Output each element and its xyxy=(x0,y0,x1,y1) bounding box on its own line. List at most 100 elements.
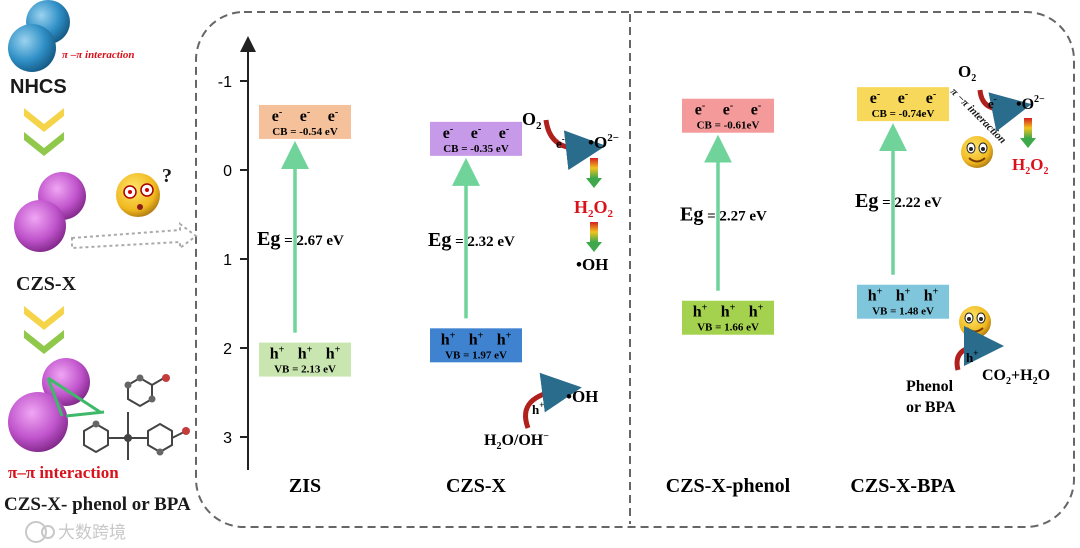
hole-label: h+ xyxy=(441,330,456,348)
question-mark: ? xyxy=(162,165,172,187)
band-column: e-e-e-CB = -0.54 eV h+ h+ h+VB = 2.13 eV Eg … xyxy=(257,104,351,497)
cb-value-label: CB = -0.54 eV xyxy=(272,126,338,138)
electron-label: e- xyxy=(328,107,338,125)
electron-label: e- xyxy=(723,101,733,119)
vb-value-label: VB = 1.97 eV xyxy=(445,349,507,361)
bandgap-label: Eg = 2.27 eV xyxy=(680,204,767,226)
bottom-label: CZS-X- phenol or BPA xyxy=(4,494,191,515)
watermark: 大数跨境 xyxy=(58,523,126,543)
h2o-oh-label: H2O/OH− xyxy=(484,431,549,452)
hole-label: h+ xyxy=(924,287,939,305)
dotted-arrow-icon xyxy=(71,222,198,250)
czsx-phenol-sphere-front xyxy=(8,392,68,452)
h2o2-bpa: H2O2 xyxy=(1012,155,1048,177)
cb-value-label: CB = -0.35 eV xyxy=(443,143,509,155)
curved-hole-arrow-bpa xyxy=(954,326,1004,371)
axis-tick-label: -1 xyxy=(218,74,232,91)
oh-radical-bottom: •OH xyxy=(566,387,598,406)
column-label: ZIS xyxy=(289,475,321,497)
valence-band xyxy=(857,284,949,319)
left-panel: π –π interaction NHCS CZS-X ? xyxy=(4,0,198,543)
electron-label: e- xyxy=(751,101,761,119)
potential-axis: -1 0 1 2 3 xyxy=(218,36,256,470)
axis-tick-label: 1 xyxy=(223,252,232,269)
o2-label-bpa: O2 xyxy=(958,62,976,84)
cb-value-label: CB = -0.61eV xyxy=(697,120,760,132)
nhcs-sphere-front xyxy=(8,24,56,72)
column-label: CZS-X-phenol xyxy=(666,475,791,497)
atom-dots xyxy=(92,374,190,456)
bandgap-label: Eg = 2.32 eV xyxy=(428,229,515,251)
electron-transfer-bpa: e- xyxy=(988,94,997,111)
watermark-logo-icon xyxy=(25,521,55,543)
valence-band xyxy=(682,300,774,335)
electron-label: e- xyxy=(272,107,282,125)
hole-label: h+ xyxy=(749,303,764,321)
o2-label: O2 xyxy=(522,109,542,132)
gradient-arrow-icon xyxy=(590,158,598,178)
hole-transfer-bpa: h+ xyxy=(966,348,978,365)
electron-transfer-label: e- xyxy=(556,134,565,151)
cb-value-label: CB = -0.74eV xyxy=(872,108,935,120)
conduction-band xyxy=(430,121,522,156)
dashed-frame xyxy=(195,11,1075,528)
valence-band xyxy=(259,342,351,377)
axis-tick-label: 3 xyxy=(223,430,232,447)
h2o2-label: H2O2 xyxy=(574,197,614,220)
conduction-band xyxy=(857,87,949,122)
vb-value-label: VB = 1.48 eV xyxy=(872,306,934,318)
superoxide-label: •O2− xyxy=(588,132,619,152)
electron-label: e- xyxy=(499,124,509,142)
curved-electron-arrow xyxy=(543,119,606,171)
hole-label: h+ xyxy=(298,345,313,363)
czsx-sphere-front xyxy=(14,200,66,252)
bpa-molecule-icon xyxy=(83,376,185,460)
hole-label: h+ xyxy=(270,345,285,363)
electron-label: e- xyxy=(443,124,453,142)
valence-band xyxy=(430,328,522,363)
oh-radical-top: •OH xyxy=(576,255,608,274)
pi-interaction-arrows xyxy=(46,376,105,418)
superoxide-bpa: •O2− xyxy=(1016,94,1045,113)
bandgap-label: Eg = 2.67 eV xyxy=(257,228,344,250)
nhcs-label: NHCS xyxy=(10,76,67,98)
axis-tick-label: 2 xyxy=(223,341,232,358)
conduction-band xyxy=(259,104,351,139)
hole-label: h+ xyxy=(868,287,883,305)
phenol-line1: Phenol xyxy=(906,378,954,395)
smiley-face-icon xyxy=(961,136,993,168)
chevron-down-icon xyxy=(24,306,64,354)
chevron-down-icon xyxy=(24,108,64,156)
gradient-arrow-icon xyxy=(1024,118,1032,138)
czsx-label: CZS-X xyxy=(16,273,77,295)
bandgap-label: Eg = 2.22 eV xyxy=(855,190,942,212)
band-column: e-e-e-CB = -0.74eV h+ h+ h+VB = 1.48 eV Eg =… xyxy=(850,87,956,497)
electron-label: e- xyxy=(870,89,880,107)
hole-label: h+ xyxy=(721,303,736,321)
column-label: CZS-X-BPA xyxy=(850,475,956,497)
column-label: CZS-X xyxy=(446,475,507,497)
electron-label: e- xyxy=(300,107,310,125)
electron-label: e- xyxy=(695,101,705,119)
band-column: e-e-e-CB = -0.61eV h+ h+ h+VB = 1.66 eV Eg =… xyxy=(666,98,791,497)
phenol-line2: or BPA xyxy=(906,399,956,416)
hole-label: h+ xyxy=(693,303,708,321)
hole-label: h+ xyxy=(469,330,484,348)
curved-hole-arrow xyxy=(523,372,582,429)
hole-transfer-label: h+ xyxy=(532,400,544,417)
hole-label: h+ xyxy=(896,287,911,305)
co2-h2o-label: CO2+H2O xyxy=(982,367,1050,387)
smiley-face-icon xyxy=(959,306,991,338)
electron-label: e- xyxy=(898,89,908,107)
pi-interaction-small: π –π interaction xyxy=(62,49,135,61)
electron-label: e- xyxy=(926,89,936,107)
confused-face-icon xyxy=(116,173,160,217)
axis-tick-label: 0 xyxy=(223,163,232,180)
vb-value-label: VB = 2.13 eV xyxy=(274,364,336,376)
gradient-arrow-icon xyxy=(590,222,598,242)
hole-label: h+ xyxy=(326,345,341,363)
curved-electron-arrow-bpa xyxy=(977,89,1032,132)
vb-value-label: VB = 1.66 eV xyxy=(697,322,759,334)
band-column: e-e-e-CB = -0.35 eVh+h+h+VB = 1.97 eVEg … xyxy=(428,121,522,497)
